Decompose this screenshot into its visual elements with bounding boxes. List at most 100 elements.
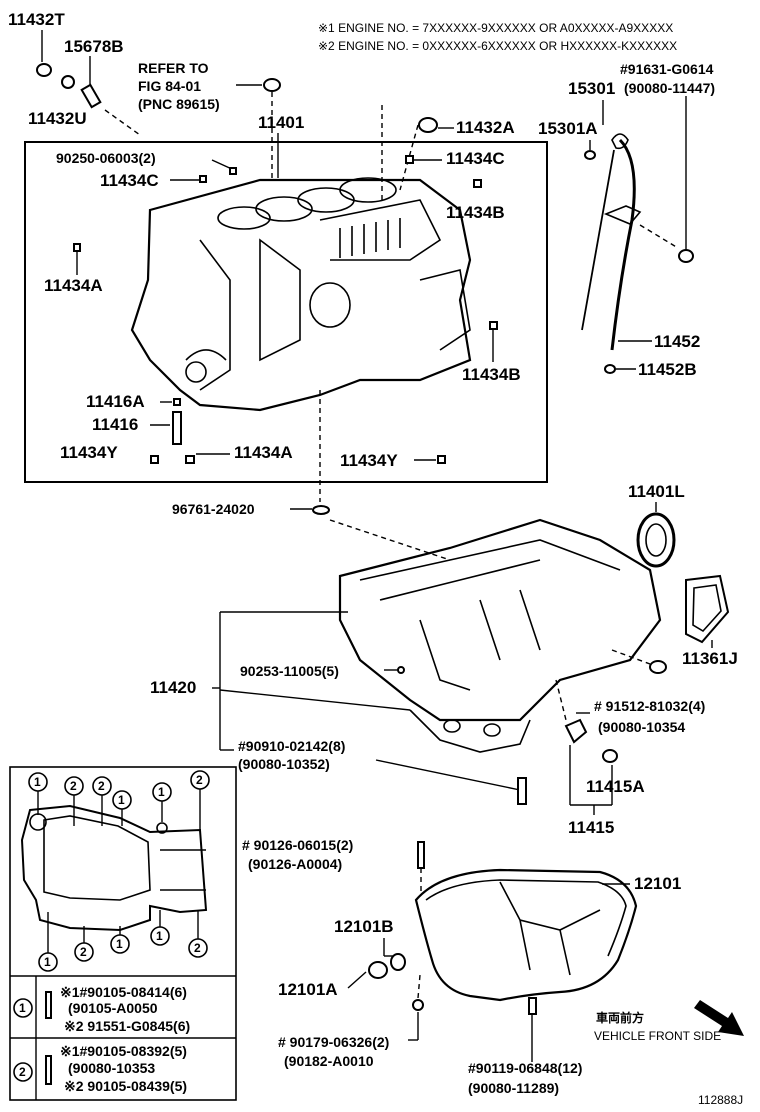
legend-marker-1: 1 [28, 772, 48, 815]
bolt-legend-box [9, 766, 237, 1101]
refer-to-line2: FIG 84-01 [138, 78, 201, 94]
legend-row2-line1: ※1#90105-08392(5) [60, 1043, 187, 1059]
svg-text:2: 2 [98, 779, 105, 793]
legend-row2-line2: (90080-10353 [68, 1060, 155, 1076]
svg-text:2: 2 [80, 945, 87, 959]
oring-96761-drawing [312, 505, 330, 515]
part-label-90080-10354: (90080-10354 [598, 719, 685, 735]
part-label-91512: # 91512-81032(4) [594, 698, 705, 714]
part-label-96761: 96761-24020 [172, 501, 255, 517]
legend-marker-4: 1 [112, 790, 132, 826]
part-label-12101B: 12101B [334, 917, 394, 936]
legend-marker-6: 2 [190, 770, 210, 830]
legend-row1-number: 1 [19, 1001, 26, 1015]
part-label-90080-11447: (90080-11447) [624, 80, 715, 96]
part-label-11434C-right: 11434C [446, 149, 505, 168]
svg-text:2: 2 [196, 773, 203, 787]
part-label-11432U: 11432U [28, 109, 87, 128]
engine-note-1: ※1 ENGINE NO. = 7XXXXXX-9XXXXXX OR A0XXX… [318, 21, 673, 35]
legend-row1-line2: (90105-A0050 [68, 1000, 158, 1016]
part-label-90179: # 90179-06326(2) [278, 1034, 389, 1050]
part-label-11361J: 11361J [682, 649, 738, 668]
part-label-11415A: 11415A [586, 777, 645, 796]
bolt-90119-drawing [528, 997, 537, 1015]
part-label-11432A: 11432A [456, 118, 515, 137]
part-label-11434Y-right: 11434Y [340, 451, 398, 470]
svg-text:2: 2 [194, 941, 201, 955]
part-label-11401L: 11401L [628, 482, 685, 501]
gasket-12101B-drawing [390, 953, 406, 971]
svg-text:2: 2 [70, 779, 77, 793]
legend-row2-bolt-icon [45, 1055, 52, 1085]
bolt-90910-drawing [517, 777, 527, 805]
part-label-11401: 11401 [258, 113, 304, 132]
svg-text:1: 1 [44, 955, 51, 969]
part-label-11416A: 11416A [86, 392, 145, 411]
stud-90126-drawing [417, 841, 425, 869]
drain-plug-12101A-drawing [368, 961, 388, 979]
svg-text:1: 1 [34, 775, 41, 789]
part-label-11452: 11452 [654, 332, 700, 351]
oil-pan-12101-drawing [414, 868, 638, 1002]
part-label-12101: 12101 [634, 874, 681, 893]
legend-marker-9: 2 [74, 926, 94, 962]
part-label-12101A: 12101A [278, 980, 338, 999]
part-label-90182: (90182-A0010 [284, 1053, 374, 1069]
dipstick-15301-drawing [581, 133, 629, 331]
crankcase-11420-drawing [338, 518, 662, 753]
plug-11432T-drawing [36, 63, 52, 77]
engine-note-2: ※2 ENGINE NO. = 0XXXXXX-6XXXXXX OR HXXXX… [318, 39, 677, 53]
part-label-91631: #91631-G0614 [620, 61, 714, 77]
part-label-15678B: 15678B [64, 37, 124, 56]
legend-row1-line1: ※1#90105-08414(6) [60, 984, 187, 1000]
legend-marker-7: 1 [38, 912, 58, 972]
sensor-89615-drawing [263, 78, 281, 92]
nut-90179-drawing [412, 999, 424, 1011]
bolt-15678B-drawing [80, 83, 102, 109]
legend-marker-2: 2 [64, 776, 84, 826]
legend-marker-8: 1 [110, 926, 130, 954]
cylinder-block-11401-drawing [130, 177, 472, 412]
part-label-11416: 11416 [92, 415, 138, 434]
illustration-code: 112888J [698, 1093, 743, 1107]
oring-11452B-drawing [604, 364, 616, 374]
legend-pan-outline [20, 804, 208, 932]
part-label-11434B-bottom: 11434B [462, 365, 521, 384]
legend-row2-number: 2 [19, 1065, 26, 1079]
refer-to-line3: (PNC 89615) [138, 96, 220, 112]
legend-row1-bolt-icon [45, 991, 52, 1019]
legend-row2-line3: ※2 90105-08439(5) [64, 1078, 187, 1094]
part-label-90119: #90119-06848(12) [468, 1060, 582, 1076]
part-label-11432T: 11432T [8, 10, 65, 29]
pin-11416-drawing [172, 411, 182, 445]
legend-marker-11: 1 [150, 910, 170, 946]
bolt-91512-drawing [649, 660, 667, 674]
part-label-11434A-left: 11434A [44, 276, 103, 295]
front-arrow-icon [694, 1000, 744, 1036]
part-label-90080-11289: (90080-11289) [468, 1080, 559, 1096]
vehicle-front-jp: 車両前方 [596, 1010, 644, 1025]
cylinder-block-box [24, 141, 548, 483]
svg-text:1: 1 [116, 937, 123, 951]
plug-11432A-drawing [418, 117, 438, 133]
part-label-11420: 11420 [150, 678, 196, 697]
legend-row1-line3: ※2 91551-G0845(6) [64, 1018, 190, 1034]
part-label-11415: 11415 [568, 818, 614, 837]
svg-text:1: 1 [158, 785, 165, 799]
legend-marker-10: 2 [188, 910, 208, 958]
legend-marker-5: 1 [152, 782, 172, 822]
legend-marker-3: 2 [92, 776, 112, 826]
part-label-90080-10352: (90080-10352) [238, 756, 330, 772]
oil-cover-11361J-drawing [685, 574, 730, 644]
bolt-91631-drawing [678, 249, 694, 263]
svg-text:1: 1 [118, 793, 125, 807]
part-label-11434Y-left: 11434Y [60, 443, 118, 462]
part-label-90126: # 90126-06015(2) [242, 837, 353, 853]
part-label-15301A: 15301A [538, 119, 598, 138]
oring-15301A-drawing [584, 150, 596, 160]
part-label-90910: #90910-02142(8) [238, 738, 345, 754]
oil-jet-11415-drawing [564, 718, 618, 763]
refer-to-line1: REFER TO [138, 60, 209, 76]
part-label-11434A-bottom: 11434A [234, 443, 293, 462]
